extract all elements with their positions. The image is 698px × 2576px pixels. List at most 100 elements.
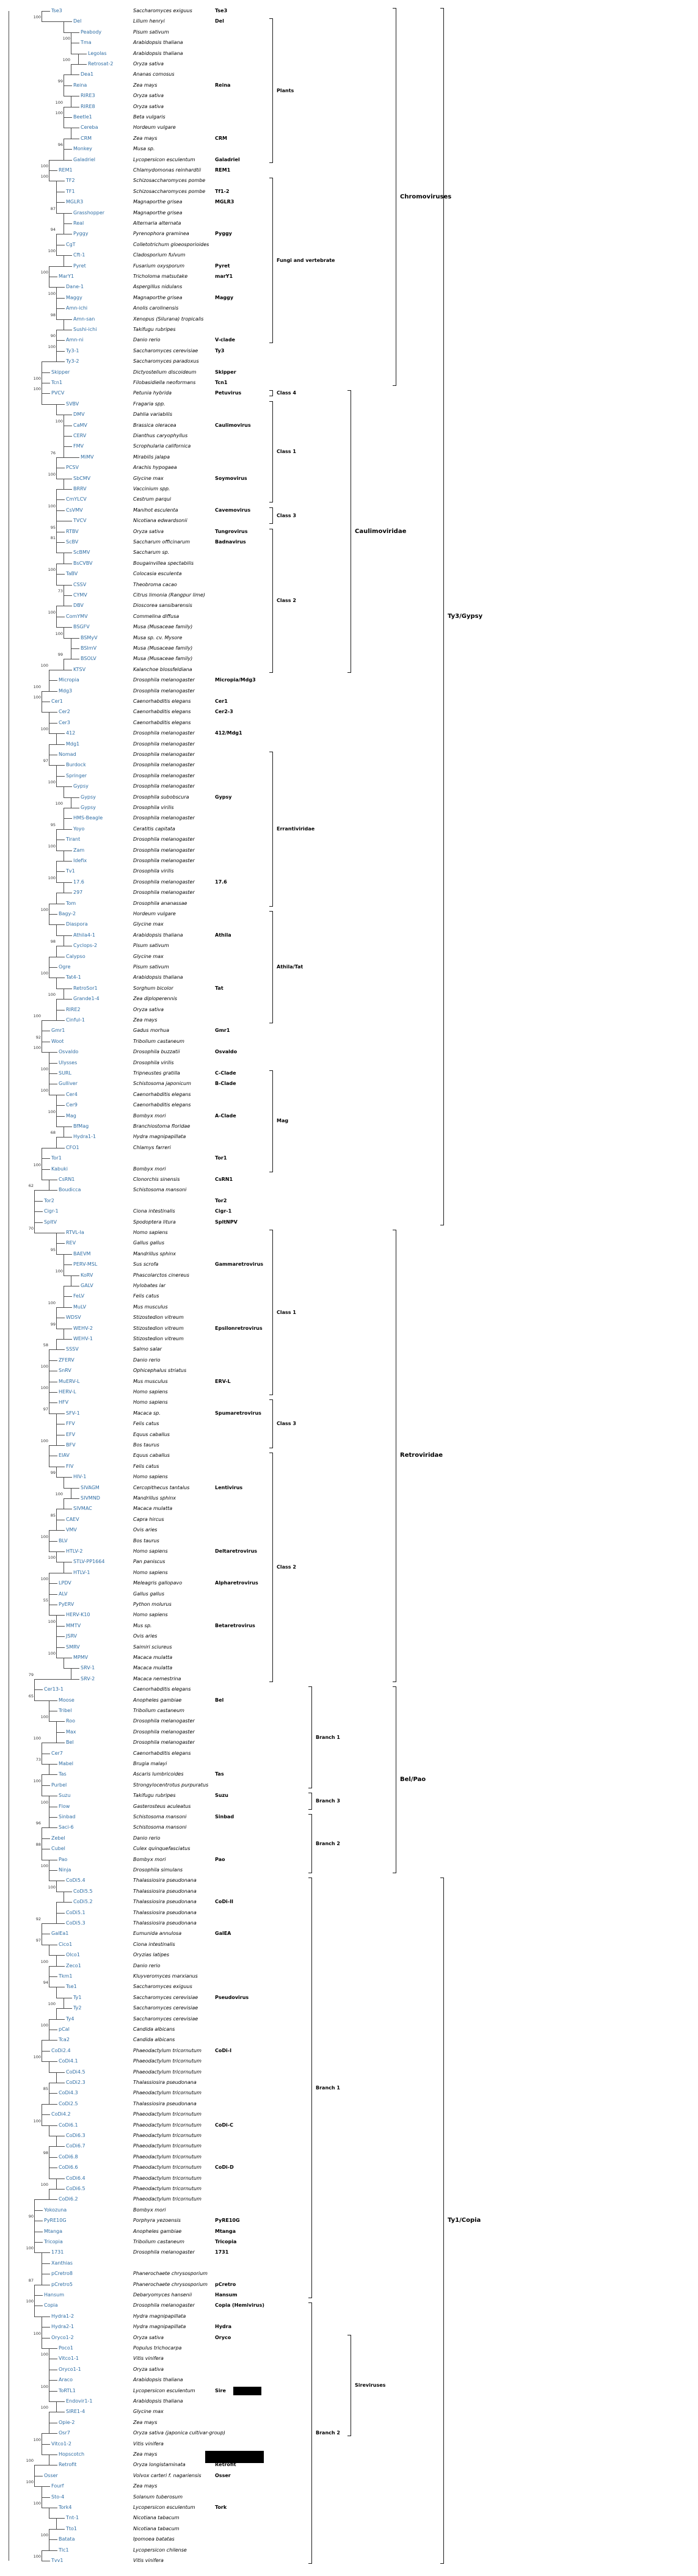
species-name: Caenorhabditis elegans — [133, 698, 191, 704]
support-value: 100 — [40, 2405, 48, 2411]
clade-bracket-tick-top — [308, 1814, 311, 1815]
species-name: Danio rerio — [133, 1962, 161, 1968]
connector-line — [56, 2518, 57, 2530]
branch-line — [64, 1264, 72, 1266]
species-name: Saccharum officinarum — [133, 539, 191, 545]
clade-label: Hydra — [215, 2324, 231, 2330]
support-value: 100 — [33, 2331, 41, 2336]
connector-line — [34, 1211, 35, 1223]
branch-line — [56, 308, 65, 310]
branch-line — [64, 818, 72, 819]
species-name: Magnaporthe grisea — [133, 209, 183, 216]
leaf-name: ZFERV — [59, 1357, 75, 1363]
branch-line — [56, 861, 72, 862]
leaf-name: Tnt-1 — [66, 2515, 79, 2521]
species-name: Candida albicans — [133, 2026, 175, 2032]
species-name: Tribolium castaneum — [133, 1708, 184, 1713]
connector-line — [56, 1137, 57, 1148]
branch-line — [56, 1732, 65, 1733]
connector-line — [34, 2221, 35, 2232]
branch-line — [49, 1349, 65, 1351]
species-name: Musa sp. cv. Mysore — [133, 634, 183, 640]
species-name: Meleagris gallopavo — [133, 1580, 183, 1586]
branch-line — [56, 340, 65, 341]
species-name: Drosophila melanogaster — [133, 783, 195, 789]
leaf-name: CoDi6.5 — [66, 2186, 85, 2191]
leaf-name: SMRV — [66, 1644, 80, 1650]
leaf-name: Tvv1 — [51, 2558, 64, 2563]
clade-bracket-tick-bottom — [269, 523, 272, 524]
leaf-name: RIRE2 — [66, 1006, 81, 1012]
clade-bracket-tick-top — [269, 1399, 272, 1401]
clade-label: Cigr-1 — [215, 1208, 232, 1214]
support-value: 100 — [48, 1109, 56, 1114]
branch-line — [56, 1339, 72, 1340]
leaf-name: DMV — [73, 412, 85, 418]
species-name: Schistosoma mansoni — [133, 1814, 187, 1820]
leaf-name: GALV — [81, 1283, 93, 1288]
species-name: Brugia malayi — [133, 1761, 167, 1766]
leaf-name: Woot — [51, 1038, 64, 1044]
leaf-name: ComYMV — [66, 613, 88, 619]
connector-line — [56, 999, 57, 1010]
branch-line — [64, 223, 72, 224]
clade-bracket-tick-bottom — [308, 2563, 311, 2564]
leaf-name: SRV-2 — [81, 1675, 95, 1682]
support-value: 100 — [48, 843, 56, 849]
support-value: 87 — [50, 206, 56, 211]
leaf-name: BsCVBV — [73, 560, 93, 566]
leaf-name: MGLR3 — [66, 199, 84, 205]
clade-label: ERV-L — [215, 1378, 231, 1384]
species-name: Tribolium castaneum — [133, 2239, 184, 2244]
leaf-name: 1731 — [51, 2249, 64, 2255]
leaf-name: Vitco1-1 — [59, 2356, 79, 2362]
clade-label: CsRN1 — [215, 1177, 233, 1182]
clade-label: Hansum — [215, 2292, 238, 2298]
leaf-name: Gypsy — [81, 794, 96, 800]
species-name: Tricholoma matsutake — [133, 274, 188, 279]
species-name: Ascaris lumbricoides — [133, 1771, 184, 1777]
branch-line — [42, 2454, 57, 2455]
branch-line — [49, 2072, 65, 2073]
support-value: 100 — [40, 2352, 48, 2357]
leaf-name: Legolas — [88, 50, 107, 56]
support-value: 100 — [33, 684, 41, 689]
support-value: 98 — [50, 312, 56, 317]
clade-bracket-tick-top — [269, 911, 272, 912]
clade-bracket-tick-top — [308, 2302, 311, 2304]
species-name: Drosophila melanogaster — [133, 730, 195, 736]
leaf-name: Yokozuna — [44, 2207, 67, 2213]
support-value: 100 — [55, 801, 63, 806]
connector-line — [56, 1509, 57, 1520]
clade-bracket-label: Class 2 — [277, 1564, 296, 1570]
species-name: Macaca nemestrina — [133, 1675, 181, 1682]
connector-line — [56, 181, 57, 192]
leaf-name: Cft-1 — [73, 252, 85, 258]
leaf-name: PyRE10G — [44, 2218, 67, 2224]
species-name: Brassica oleracea — [133, 422, 176, 428]
connector-line — [56, 1233, 57, 1244]
support-value: 100 — [40, 1364, 48, 1370]
branch-line — [56, 255, 72, 256]
branch-line — [49, 1392, 57, 1393]
clade-bracket-label: Branch 3 — [316, 1798, 340, 1804]
species-name: Spodoptera litura — [133, 1219, 176, 1225]
species-name: Arabidopsis thaliana — [133, 2377, 183, 2383]
branch-line — [34, 1211, 43, 1213]
connector-line — [56, 1466, 57, 1478]
clade-label: A-Clade — [215, 1112, 236, 1119]
branch-line — [56, 829, 72, 830]
clade-label: Sinbad — [215, 1814, 234, 1820]
support-value: 92 — [35, 1034, 41, 1040]
redaction-bar — [205, 2451, 264, 2463]
branch-line — [64, 637, 79, 639]
branch-line — [49, 914, 57, 915]
clade-bracket-label: Class 1 — [277, 449, 296, 455]
clade-bracket-line — [311, 1793, 312, 1810]
leaf-name: CoDi2.5 — [59, 2100, 78, 2106]
species-name: Bos taurus — [133, 1442, 159, 1448]
clade-bracket-tick-top — [269, 1070, 272, 1071]
species-name: Aspergillus nidulans — [133, 284, 183, 290]
support-value: 100 — [40, 2023, 48, 2028]
clade-label: Tricopia — [215, 2239, 237, 2244]
